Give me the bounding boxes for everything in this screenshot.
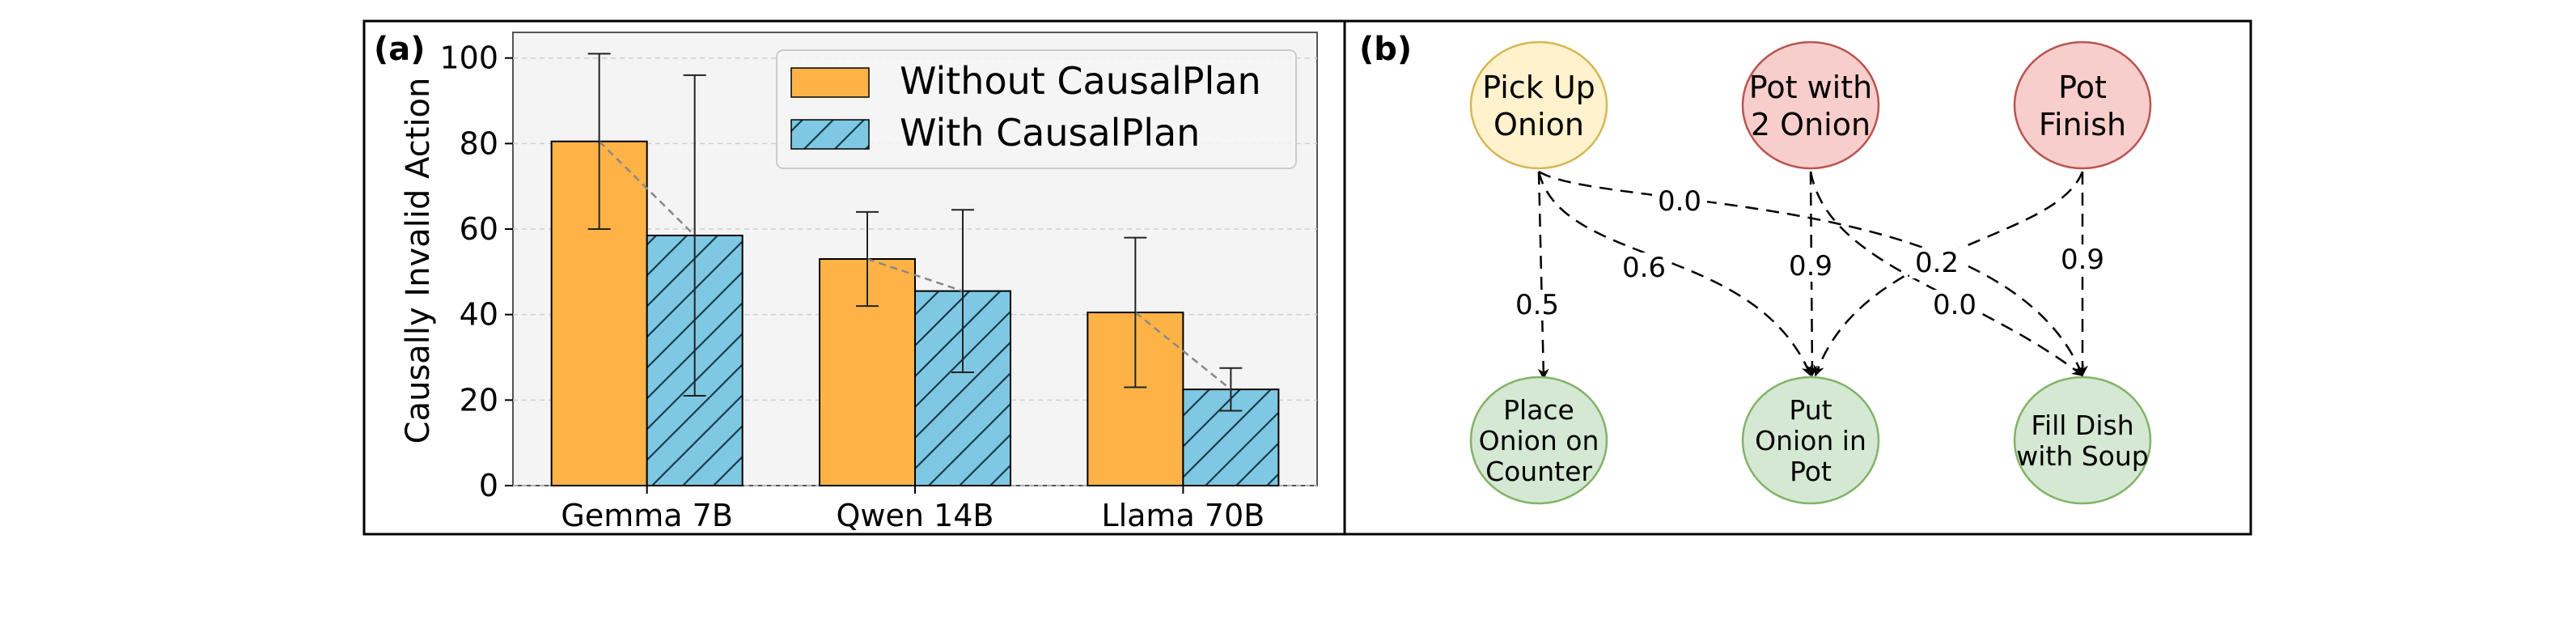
node-shape [1469, 376, 1608, 505]
y-tick-label: 20 [460, 382, 498, 418]
y-axis-label: Causally Invalid Action [400, 78, 437, 444]
edge-weight-pick-up-onion-to-fill-dish: 0.0 [1658, 185, 1701, 218]
node-label-line: Onion [1493, 107, 1584, 142]
legend-swatch-with [790, 119, 870, 150]
node-label-line: Onion in [1755, 425, 1866, 456]
legend-box [776, 49, 1297, 169]
node-shape [1741, 376, 1880, 505]
y-tick-label: 80 [460, 125, 498, 161]
panel-a-label: (a) [374, 31, 426, 68]
edge-label-bg [2055, 244, 2110, 275]
edge-weight-pot-finish-to-fill-dish: 0.9 [2061, 244, 2104, 276]
node-shape [1469, 40, 1608, 170]
edge-weight-pick-up-onion-to-put-onion: 0.6 [1622, 252, 1666, 284]
x-tick-label-llama-70b: Llama 70B [1101, 498, 1265, 533]
edge-label-bg [1927, 290, 1982, 320]
y-tick-label: 100 [439, 40, 498, 76]
node-label-line: Fill Dish [2031, 410, 2133, 441]
node-label-line: with Soup [2016, 440, 2149, 472]
trend-line-qwen-14b [866, 257, 964, 292]
edge-label-bg [1652, 186, 1707, 217]
diagram-edges: 0.5 0.6 0.0 0.9 0.0 0.2 0.9 [1510, 170, 2110, 380]
node-label-line: Pick Up [1482, 70, 1595, 105]
edge-weight-pick-up-onion-to-place-onion: 0.5 [1515, 289, 1559, 321]
node-label-line: Pot [1790, 456, 1832, 487]
node-shape [2013, 40, 2152, 170]
legend-swatch-without [790, 67, 870, 98]
edge-label-bg [1616, 253, 1671, 283]
x-axis-ticks: Gemma 7B Qwen 14B Llama 70B [561, 486, 1265, 533]
trend-line-gemma-7b [598, 140, 696, 236]
panel-b-frame [1343, 19, 2252, 536]
edge-pick-up-onion-to-place-onion [1537, 171, 1549, 380]
edge-label-bg [1510, 290, 1565, 320]
error-bars [587, 53, 1243, 412]
edge-weight-pot-with-2-onion-to-put-onion: 0.9 [1789, 250, 1832, 282]
legend-label-without: Without CausalPlan [900, 59, 1261, 103]
trend-line-llama-70b [1134, 312, 1232, 391]
y-tick-label: 0 [479, 468, 498, 503]
edge-weight-pot-with-2-onion-to-fill-dish: 0.0 [1933, 289, 1976, 321]
node-shape [2013, 376, 2152, 505]
node-label-line: Place [1503, 394, 1574, 426]
node-label-line: Onion on [1479, 425, 1599, 456]
panel-b-label: (b) [1359, 31, 1412, 68]
node-label-line: Put [1789, 394, 1832, 426]
node-label-line: Pot with [1749, 70, 1872, 105]
node-label-line: 2 Onion [1751, 107, 1871, 142]
node-label-line: Pot [2058, 70, 2107, 105]
node-label-line: Finish [2039, 107, 2126, 142]
y-axis-ticks: 0 20 40 60 80 100 [439, 40, 513, 503]
x-tick-label-qwen-14b: Qwen 14B [837, 498, 994, 533]
edge-pick-up-onion-to-fill-dish [1538, 170, 2084, 377]
node-shape [1741, 40, 1880, 170]
y-tick-label: 60 [460, 211, 498, 247]
edge-weight-pot-finish-to-put-onion: 0.2 [1915, 247, 1959, 279]
x-tick-label-gemma-7b: Gemma 7B [561, 498, 732, 533]
node-label-line: Counter [1485, 456, 1592, 487]
edge-label-bg [1909, 248, 1964, 278]
y-tick-label: 40 [460, 297, 498, 333]
trend-lines [598, 140, 1232, 391]
legend: Without CausalPlan With CausalPlan [776, 49, 1297, 169]
legend-label-with: With CausalPlan [900, 111, 1200, 155]
edge-label-bg [1783, 251, 1838, 282]
edge-pot-with-2-onion-to-put-onion [1807, 171, 1818, 377]
